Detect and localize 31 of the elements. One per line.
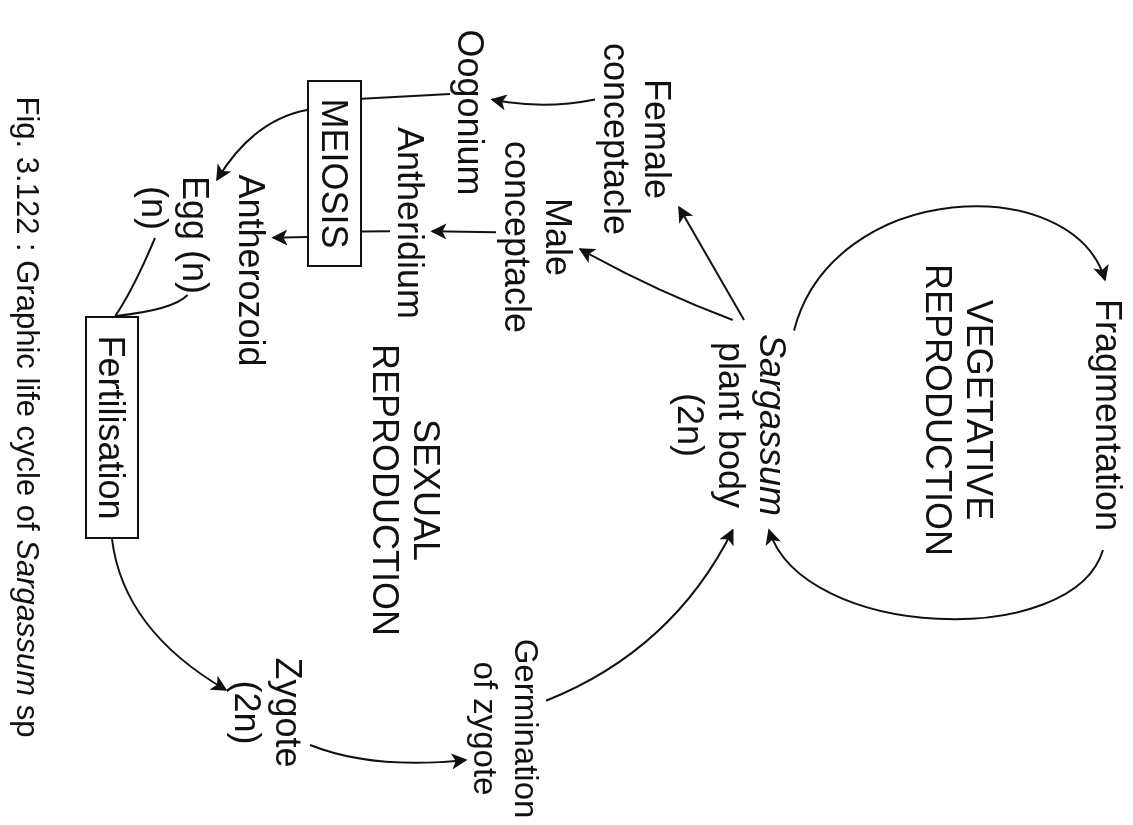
arrow [545, 528, 734, 702]
section-heading: VEGETATIVE REPRODUCTION [918, 263, 1000, 558]
arrow [111, 538, 228, 691]
connector-line [361, 230, 391, 233]
stage-label: Sargassum plant body (2n) [669, 320, 794, 530]
stage-label: Germination of zygote [466, 636, 546, 821]
stage-label: Female conceptacle [595, 29, 679, 249]
stage-label: Antherozoid [231, 168, 273, 373]
stage-label: Male conceptacle [496, 117, 580, 357]
arrow [578, 248, 734, 321]
arrow [793, 205, 1106, 332]
arrow [490, 94, 596, 111]
process-box: MEIOSIS [307, 80, 362, 267]
arrow [430, 223, 497, 240]
section-heading: SEXUAL REPRODUCTION [365, 343, 447, 638]
stage-label: Oogonium [450, 20, 492, 205]
stage-label: Antheridium [390, 120, 432, 326]
arrow [768, 528, 1104, 620]
stage-label: Egg (n) [175, 175, 217, 295]
process-box: Fertilisation [85, 316, 139, 539]
stage-label: (n) [135, 178, 175, 238]
connector-line [361, 93, 451, 100]
connector-line [114, 294, 189, 317]
arrow [678, 205, 745, 321]
arrow [216, 108, 308, 182]
connector-line [114, 237, 156, 317]
stage-label: Fragmentation [1089, 280, 1129, 550]
arrow [271, 229, 308, 246]
figure-caption: Fig. 3.122 : Graphic life cycle of Sargassum sp [9, 95, 46, 740]
arrow [309, 744, 468, 770]
stage-label: Zygote (2n) [226, 650, 310, 775]
